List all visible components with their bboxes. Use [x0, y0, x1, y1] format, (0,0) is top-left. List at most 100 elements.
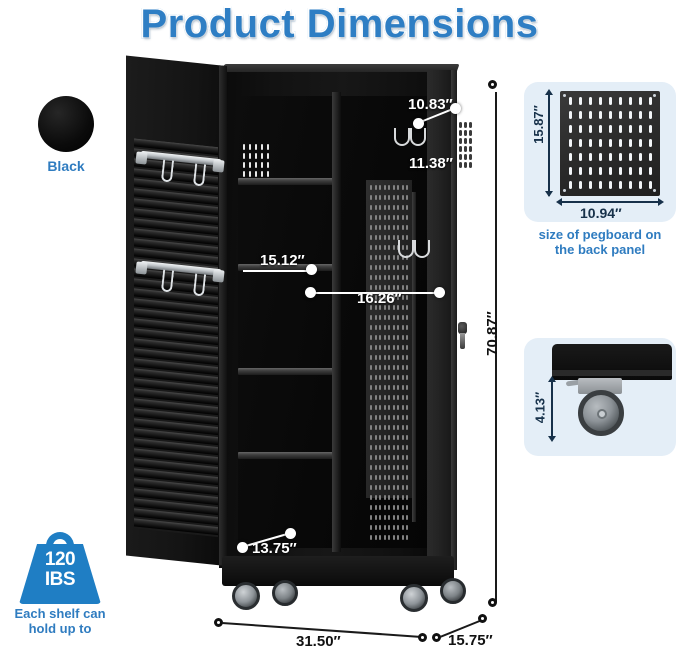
back-pegboard-slot [392, 345, 395, 350]
back-pegboard-slot [392, 525, 395, 530]
back-pegboard-slot [379, 455, 381, 460]
pegboard-width-label: 10.94″ [580, 205, 622, 221]
back-pegboard-slot [379, 435, 381, 440]
pegboard-height-arrow-bottom [545, 191, 553, 197]
pegboard-slot [638, 181, 642, 189]
back-pegboard-slot-row [366, 495, 412, 500]
back-pegboard-slot [370, 495, 372, 500]
back-pegboard-slot [374, 185, 377, 190]
pegboard-slot [598, 167, 602, 175]
pegboard-slot [608, 181, 612, 189]
pegboard-slot [628, 181, 632, 189]
back-pegboard-slot-row [366, 505, 412, 510]
back-pegboard-slot [397, 365, 399, 370]
back-pegboard-slot-row [366, 235, 412, 240]
back-pegboard-slot [397, 525, 399, 530]
pegboard-slot [598, 97, 602, 105]
back-pegboard-slot [392, 285, 395, 290]
pegboard-slot [598, 181, 602, 189]
back-pegboard-slot [401, 375, 404, 380]
vent-hole [459, 138, 462, 144]
back-pegboard-slot [370, 255, 372, 260]
back-pegboard-slot [397, 435, 399, 440]
back-pegboard-slot [370, 315, 372, 320]
back-pegboard-slot [406, 395, 408, 400]
back-pegboard-slot [370, 215, 372, 220]
dot-depth-left [432, 633, 441, 642]
door-rail-upper-clip-left [135, 151, 148, 165]
door-lock [458, 322, 467, 334]
back-pegboard-slot [379, 405, 381, 410]
back-pegboard-slot [374, 415, 377, 420]
pegboard-slot [628, 153, 632, 161]
back-pegboard-slot [401, 415, 404, 420]
mini-pegboard-hole [249, 153, 251, 159]
back-pegboard-slot [392, 195, 395, 200]
back-pegboard-slot [406, 405, 408, 410]
back-pegboard-slot [406, 345, 408, 350]
back-pegboard-slot [397, 405, 399, 410]
back-pegboard-slot [392, 515, 395, 520]
back-pegboard-slot [388, 475, 390, 480]
dot-width-right [418, 633, 427, 642]
vent-hole [459, 162, 462, 168]
back-pegboard-slot [374, 405, 377, 410]
back-pegboard-slot [401, 385, 404, 390]
back-pegboard-slot [406, 305, 408, 310]
vent-hole [459, 122, 462, 128]
back-pegboard-slot [370, 225, 372, 230]
back-pegboard-slot [383, 305, 386, 310]
back-panel-pegboard [366, 180, 412, 540]
back-pegboard-slot [383, 275, 386, 280]
mini-pegboard-hole [267, 153, 269, 159]
back-pegboard-slot [379, 235, 381, 240]
back-pegboard-slot-row [366, 405, 412, 410]
back-pegboard-slot-row [366, 375, 412, 380]
back-pegboard-slot [392, 245, 395, 250]
back-pegboard-slot [370, 405, 372, 410]
back-pegboard-slot [401, 515, 404, 520]
back-pegboard-slot [406, 505, 408, 510]
back-pegboard-slot [379, 285, 381, 290]
back-pegboard-slot [388, 445, 390, 450]
back-pegboard-slot [392, 535, 395, 540]
back-pegboard-slot [370, 385, 372, 390]
shelf-3 [238, 368, 336, 375]
pegboard-slot [608, 111, 612, 119]
back-pegboard-slot [388, 205, 390, 210]
back-pegboard-slot [397, 475, 399, 480]
pegboard-slot [578, 139, 582, 147]
back-pegboard-slot [383, 205, 386, 210]
dim-upper-height: 11.38″ [409, 155, 453, 172]
back-pegboard-slot [370, 415, 372, 420]
back-pegboard-slot-row [366, 295, 412, 300]
back-pegboard-slot [401, 505, 404, 510]
back-pegboard-slot [406, 285, 408, 290]
back-pegboard-slot [374, 205, 377, 210]
pegboard-slot [598, 139, 602, 147]
dot-13-75-a [237, 542, 248, 553]
back-pegboard-slot [397, 335, 399, 340]
back-pegboard-slot [388, 255, 390, 260]
back-pegboard-slot [370, 265, 372, 270]
back-pegboard-slot-row [366, 425, 412, 430]
back-pegboard-slot [383, 235, 386, 240]
back-pegboard-slot [374, 265, 377, 270]
back-pegboard-slot [388, 535, 390, 540]
back-pegboard-slot [397, 215, 399, 220]
back-pegboard-slot [392, 305, 395, 310]
back-pegboard-slot [392, 465, 395, 470]
back-pegboard-slot [374, 225, 377, 230]
back-pegboard-slot [401, 215, 404, 220]
back-pegboard-slot [374, 435, 377, 440]
back-pegboard-slot [392, 435, 395, 440]
pegboard-slot [648, 153, 652, 161]
back-pegboard-slot [370, 365, 372, 370]
color-swatch-group: Black [28, 96, 104, 174]
back-pegboard-slot [374, 485, 377, 490]
back-pegboard-slot [379, 485, 381, 490]
louver-stack [134, 138, 218, 538]
back-pegboard-slot [406, 515, 408, 520]
back-pegboard-slot [397, 375, 399, 380]
back-pegboard-slot [401, 535, 404, 540]
